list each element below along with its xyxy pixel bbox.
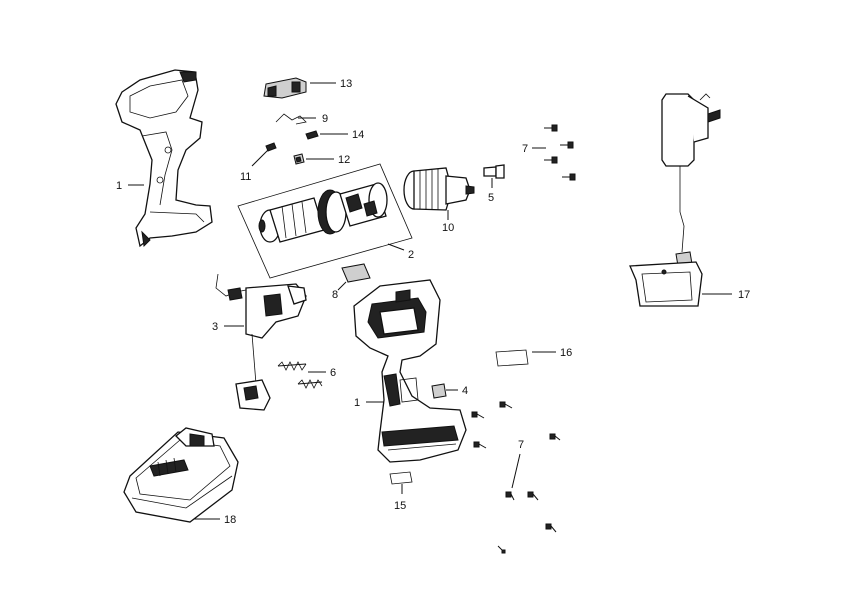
label-9-spring-clip: 9 — [322, 113, 328, 125]
top-clip-part — [263, 77, 307, 99]
screw-bottom-4 — [549, 433, 561, 441]
motor-gearbox-part — [237, 163, 413, 279]
leader-line-2 — [387, 243, 405, 251]
label-1-assembled-housing: 1 — [354, 397, 360, 409]
leader-line-11 — [251, 149, 269, 167]
base-label-part — [389, 471, 413, 485]
label-2-motor-gearbox: 2 — [408, 249, 414, 261]
screw-bottom-3 — [473, 441, 487, 449]
label-11-spring-small: 11 — [240, 171, 251, 183]
assembled-housing-part — [353, 279, 467, 463]
screws-bottom-group — [471, 401, 561, 554]
label-14-spring-top: 14 — [352, 129, 364, 141]
label-16-side-label: 16 — [560, 347, 572, 359]
charger-part — [629, 93, 721, 307]
label-13-top-clip: 13 — [340, 78, 352, 90]
housing-half-part — [115, 69, 213, 248]
label-7-screws-bottom: 7 — [518, 439, 524, 451]
screws-top-group — [544, 124, 576, 181]
label-7-screws-top: 7 — [522, 143, 528, 155]
spring-top-part — [305, 130, 319, 140]
screw-top-2 — [560, 141, 574, 149]
label-3-switch-assembly: 3 — [212, 321, 218, 333]
switch-assembly-part — [215, 273, 307, 411]
screw-bottom-7 — [545, 523, 557, 533]
label-10-chuck: 10 — [442, 222, 454, 234]
label-6-springs: 6 — [330, 367, 336, 379]
chuck-screw-part — [483, 164, 505, 179]
clip-part — [293, 153, 305, 165]
screw-top-3 — [544, 156, 558, 164]
springs-part — [277, 361, 323, 389]
label-18-battery: 18 — [224, 514, 236, 526]
screw-top-1 — [544, 124, 558, 132]
label-8-battery-contact: 8 — [332, 289, 338, 301]
screw-bottom-1 — [471, 411, 485, 419]
forward-reverse-button-part — [431, 383, 447, 399]
spring-clip-part — [275, 113, 307, 125]
side-label-part — [495, 349, 529, 367]
screw-bottom-2 — [499, 401, 513, 409]
label-15-base-label: 15 — [394, 500, 406, 512]
label-1-housing-half: 1 — [116, 180, 122, 192]
battery-part — [123, 427, 239, 523]
screw-top-4 — [562, 173, 576, 181]
screw-bottom-8 — [497, 545, 506, 554]
spring-small-part — [265, 142, 277, 152]
leader-line-8 — [337, 281, 347, 291]
label-17-charger: 17 — [738, 289, 750, 301]
chuck-part — [403, 167, 475, 211]
screw-bottom-5 — [505, 491, 515, 501]
battery-contact-part — [341, 263, 371, 283]
label-5-chuck-screw: 5 — [488, 192, 494, 204]
label-4-forward-reverse: 4 — [462, 385, 468, 397]
leader-line-7-bottom — [511, 453, 521, 489]
screw-bottom-6 — [527, 491, 539, 501]
label-12-clip: 12 — [338, 154, 350, 166]
